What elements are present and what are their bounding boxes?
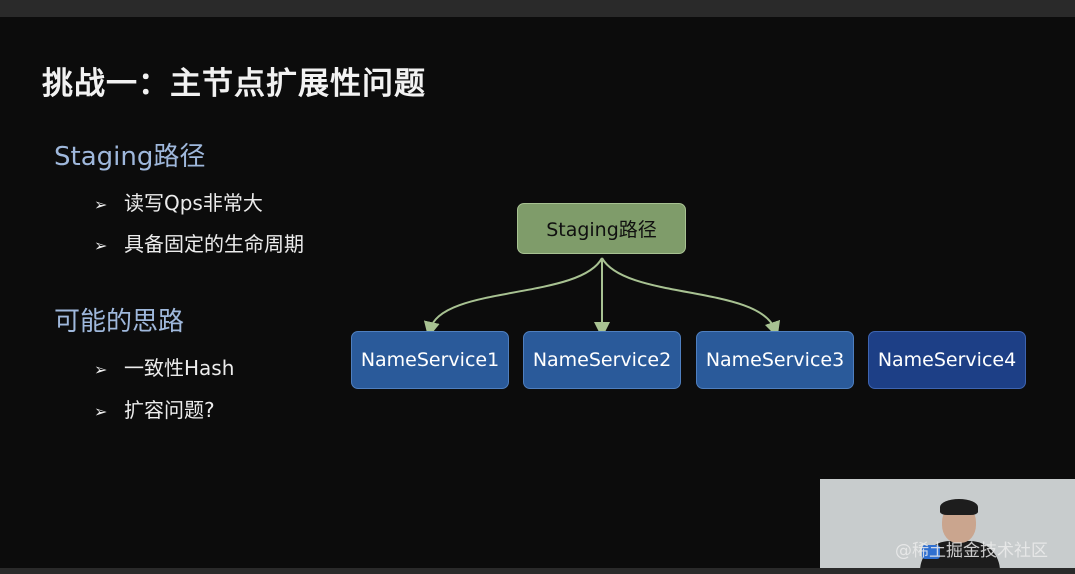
speaker-hair	[940, 499, 978, 515]
bullet-text: 一致性Hash	[124, 356, 235, 380]
speaker-video	[820, 479, 1075, 574]
connector-arrow-3	[601, 257, 781, 338]
bullet-item: ➢ 一致性Hash	[94, 352, 234, 381]
top-window-bar	[0, 0, 1075, 17]
bullet-text: 具备固定的生命周期	[124, 232, 304, 256]
diagram-node-nameservice1: NameService1	[351, 331, 509, 389]
diagram-node-nameservice3: NameService3	[696, 331, 854, 389]
connector-arrow-1	[423, 257, 603, 338]
bullet-text: 读写Qps非常大	[124, 191, 263, 215]
bullet-text: 扩容问题?	[124, 398, 215, 422]
arrow-bullet-icon: ➢	[94, 360, 108, 379]
section-heading-staging: Staging路径	[54, 142, 206, 172]
bottom-window-bar	[0, 568, 1075, 574]
bullet-item: ➢ 扩容问题?	[94, 394, 215, 423]
bullet-item: ➢ 具备固定的生命周期	[94, 228, 304, 257]
arrow-bullet-icon: ➢	[94, 195, 108, 214]
arrow-bullet-icon: ➢	[94, 402, 108, 421]
diagram-node-nameservice4: NameService4	[868, 331, 1026, 389]
watermark-text: @稀土掘金技术社区	[895, 541, 1048, 561]
microphone-icon	[922, 545, 940, 559]
diagram-node-nameservice2: NameService2	[523, 331, 681, 389]
section-heading-ideas: 可能的思路	[54, 307, 185, 337]
diagram-node-staging-path: Staging路径	[517, 203, 686, 254]
bullet-item: ➢ 读写Qps非常大	[94, 187, 263, 216]
slide-title: 挑战一：主节点扩展性问题	[42, 66, 426, 102]
arrow-bullet-icon: ➢	[94, 236, 108, 255]
